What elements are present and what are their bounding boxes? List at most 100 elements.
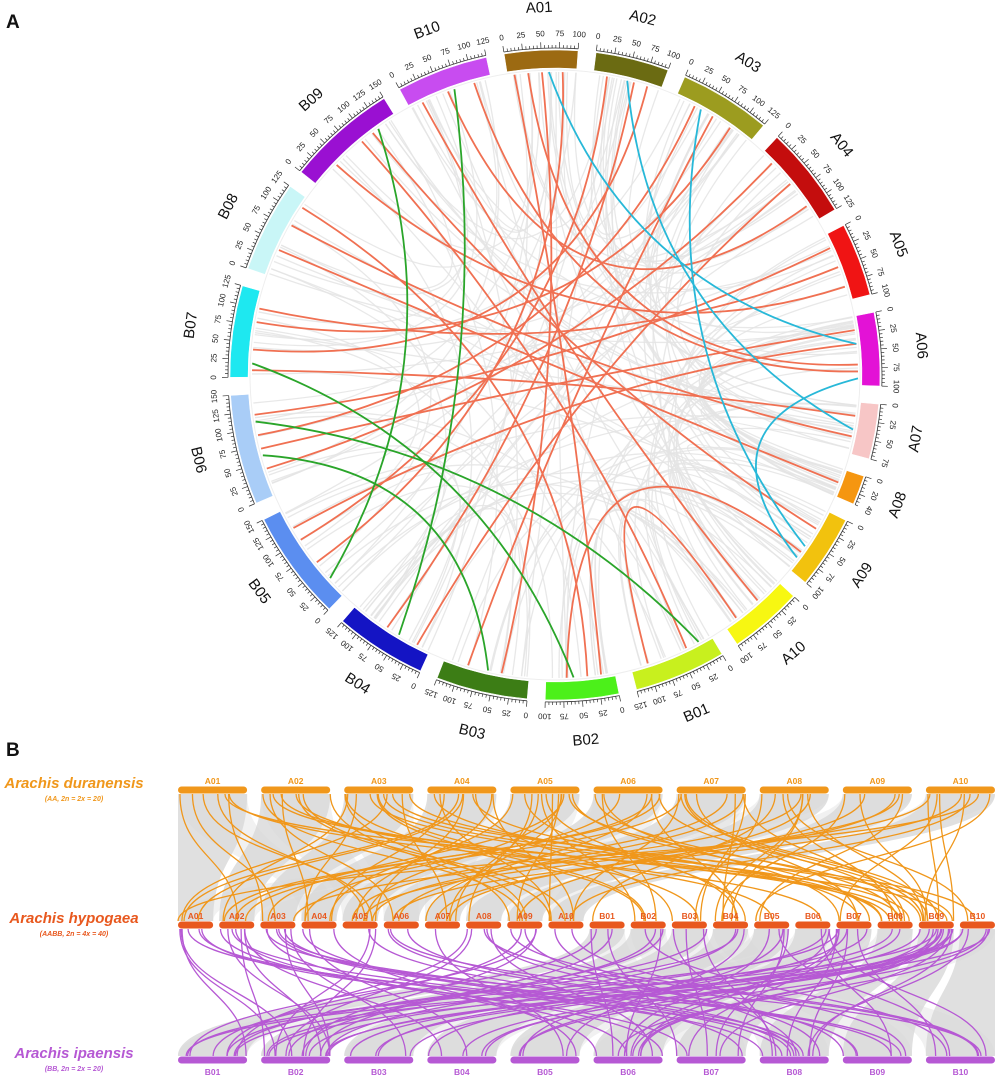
tick-mark — [600, 698, 603, 705]
tick-mark — [764, 625, 768, 629]
chromosome-a10 — [726, 583, 794, 645]
tick-mark — [254, 230, 261, 234]
tick-mark — [689, 672, 693, 679]
link-a08-b08 — [278, 249, 839, 484]
hypogaea-bar-a03 — [260, 921, 296, 929]
tick-mark — [255, 235, 259, 238]
duranensis-label-a09: A09 — [870, 776, 886, 786]
tick-axis-a03 — [685, 74, 765, 125]
tick-mark — [338, 125, 342, 129]
tick-label: 0 — [783, 121, 793, 131]
tick-mark — [640, 690, 642, 694]
tick-mark — [712, 85, 715, 89]
tick-label: 150 — [209, 389, 219, 403]
background-link — [573, 72, 809, 269]
chromosome-label-b03: B03 — [457, 721, 487, 744]
purple-link — [275, 928, 371, 1057]
tick-mark — [747, 639, 750, 643]
background-ribbon — [925, 929, 995, 1056]
chromosome-b02 — [545, 675, 620, 701]
species-subtitle-1: (AABB, 2n = 4x = 40) — [40, 931, 109, 938]
ipaensis-label-b09: B09 — [870, 1067, 886, 1077]
tick-mark — [293, 573, 296, 577]
tick-mark — [625, 52, 627, 56]
tick-mark — [267, 211, 271, 214]
tick-mark — [521, 43, 523, 50]
tick-mark — [241, 475, 245, 478]
purple-link — [284, 928, 331, 1057]
tick-mark — [359, 638, 363, 642]
tick-mark — [391, 658, 394, 662]
tick-mark — [492, 696, 495, 700]
tick-mark — [273, 197, 279, 202]
tick-mark — [632, 51, 635, 58]
tick-label: 75 — [462, 700, 473, 711]
tick-mark — [477, 54, 479, 58]
tick-mark — [672, 679, 676, 686]
tick-axis-a05 — [844, 224, 873, 295]
purple-link — [590, 928, 614, 1057]
tick-mark — [740, 103, 743, 107]
link-a06-b10 — [473, 82, 858, 373]
background-link — [618, 484, 801, 666]
orange-link — [782, 793, 894, 922]
tick-mark — [860, 490, 864, 493]
chromosome-b07 — [229, 285, 261, 378]
tick-mark — [618, 51, 620, 55]
tick-mark — [394, 660, 397, 664]
tick-mark — [283, 181, 289, 186]
orange-link — [594, 793, 898, 922]
link-a06-b05 — [293, 342, 857, 529]
purple-link — [483, 928, 979, 1057]
tick-mark — [864, 267, 868, 270]
tick-mark — [854, 243, 858, 246]
tick-mark — [716, 659, 719, 663]
tick-label: 125 — [842, 193, 857, 210]
tick-mark — [451, 685, 455, 692]
purple-link — [490, 928, 654, 1057]
tick-mark — [824, 559, 828, 562]
tick-mark — [734, 96, 739, 103]
tick-label: 25 — [390, 671, 403, 683]
tick-mark — [706, 664, 710, 671]
tick-mark — [836, 540, 840, 543]
species-name-0: Arachis duranensis — [3, 775, 143, 792]
tick-mark — [485, 694, 487, 698]
tick-mark — [429, 66, 433, 72]
link-a10-b10 — [421, 102, 759, 601]
chromosome-label-b10: B10 — [412, 18, 443, 43]
tick-mark — [880, 403, 887, 406]
tick-mark — [856, 500, 860, 503]
tick-mark — [344, 120, 347, 124]
tick-label: 0 — [890, 403, 899, 409]
tick-mark — [341, 122, 345, 126]
tick-mark — [244, 262, 248, 265]
tick-mark — [728, 95, 731, 98]
chromosome-b06 — [230, 394, 274, 504]
tick-mark — [260, 225, 264, 228]
tick-mark — [235, 457, 239, 460]
tick-label: 100 — [810, 585, 826, 601]
background-link — [592, 75, 797, 262]
tick-mark — [755, 114, 759, 118]
tick-mark — [861, 260, 865, 263]
orange-link — [183, 793, 460, 922]
tick-mark — [863, 483, 867, 486]
tick-mark — [650, 56, 654, 63]
tick-mark — [639, 56, 642, 60]
chromosome-a06 — [855, 312, 881, 387]
tick-label: 0 — [313, 615, 323, 625]
tick-mark — [327, 135, 331, 139]
link-b06-b01 — [255, 420, 700, 643]
hypogaea-bar-a05 — [342, 921, 378, 929]
hypogaea-label-a05: A05 — [352, 911, 368, 921]
tick-label: 75 — [559, 712, 569, 721]
purple-link — [226, 928, 522, 1057]
tick-mark — [761, 119, 764, 122]
ipaensis-label-b06: B06 — [620, 1067, 636, 1077]
tick-mark — [865, 271, 869, 273]
background-link — [294, 219, 837, 489]
background-link — [558, 367, 858, 678]
tick-mark — [863, 264, 867, 266]
